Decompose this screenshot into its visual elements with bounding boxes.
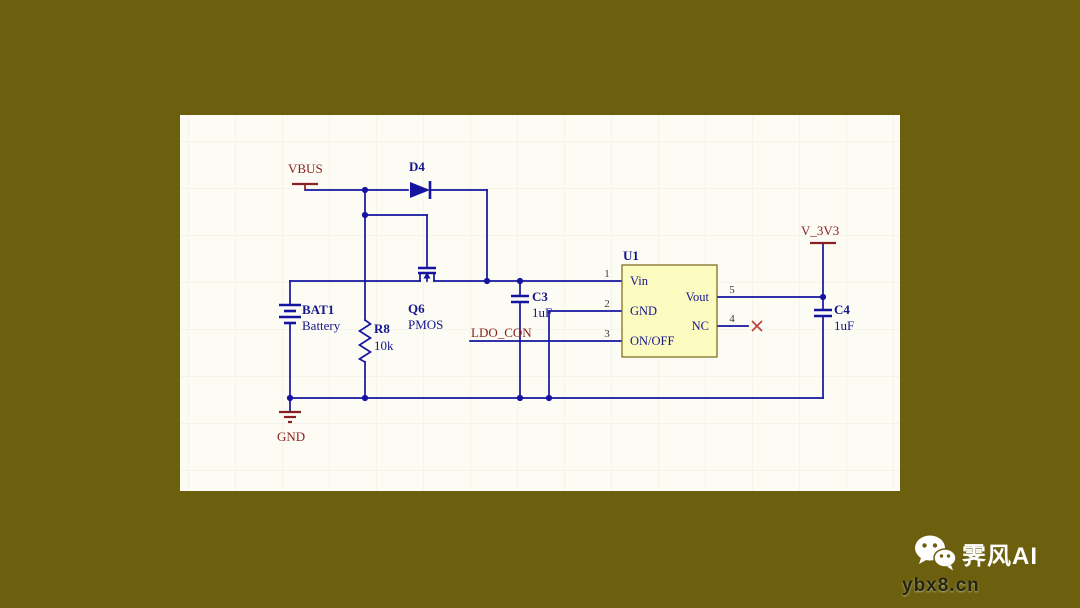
pin-number-2: 2 — [604, 298, 610, 310]
designator-d4: D4 — [409, 159, 425, 174]
wires — [289, 189, 824, 412]
pin-number-3: 3 — [604, 328, 610, 340]
power-port-label-gnd: GND — [277, 429, 305, 444]
component-r8[interactable]: R8 10k — [357, 318, 395, 364]
watermark-brand-text: 霁风AI — [962, 542, 1038, 570]
junction-dot — [516, 394, 524, 402]
pin-number-5: 5 — [729, 284, 735, 296]
watermark-site-text: ybx8.cn — [902, 575, 980, 596]
pin-number-4: 4 — [729, 313, 735, 325]
power-port-v3v3[interactable]: V_3V3 — [801, 223, 839, 245]
net-label-ldo-con[interactable]: LDO_CON — [471, 325, 532, 340]
junction-dot — [483, 277, 491, 285]
watermark-brand-row: 霁风AI — [913, 532, 1078, 574]
junction-dot — [819, 293, 827, 301]
junction-dot — [516, 277, 524, 285]
comment-q6: PMOS — [408, 317, 443, 332]
component-bat1[interactable]: BAT1 Battery — [279, 302, 341, 333]
junction-dot — [286, 394, 294, 402]
component-q6[interactable]: Q6 PMOS — [408, 266, 443, 332]
junction-dot — [361, 186, 369, 194]
value-r8: 10k — [374, 338, 394, 353]
wechat-icon — [915, 535, 957, 571]
pin-number-1: 1 — [604, 268, 610, 280]
pin-name-onoff: ON/OFF — [630, 334, 675, 348]
schematic-canvas: VBUS D4 Q6 PMOS — [180, 115, 900, 491]
component-c4[interactable]: C4 1uF — [814, 302, 854, 333]
no-erc-cross-icon — [751, 320, 763, 332]
part-body — [621, 264, 718, 358]
power-port-vbus[interactable]: VBUS — [288, 161, 323, 190]
comment-bat1: Battery — [302, 318, 341, 333]
watermark: 霁风AI ybx8.cn — [900, 532, 1078, 597]
designator-bat1: BAT1 — [302, 302, 334, 317]
component-u1[interactable]: U1 Vin GND ON/OFF Vout NC 1 2 3 5 4 — [604, 248, 763, 358]
power-port-label-vbus: VBUS — [288, 161, 323, 176]
designator-r8: R8 — [374, 321, 390, 336]
diode-triangle — [410, 182, 430, 198]
pin-name-vout: Vout — [686, 290, 710, 304]
designator-c4: C4 — [834, 302, 850, 317]
schematic-sheet: VBUS D4 Q6 PMOS — [180, 115, 900, 491]
junction-dot — [361, 394, 369, 402]
mosfet-body-arrow — [423, 272, 431, 279]
pin-name-vin: Vin — [630, 274, 649, 288]
designator-q6: Q6 — [408, 301, 425, 316]
designator-c3: C3 — [532, 289, 548, 304]
pin-name-nc: NC — [692, 319, 709, 333]
junction-dot — [545, 394, 553, 402]
component-c3[interactable]: C3 1uF — [511, 289, 552, 320]
value-c4: 1uF — [834, 318, 854, 333]
designator-u1: U1 — [623, 248, 639, 263]
sheet-grid — [180, 115, 900, 491]
power-port-label-v3v3: V_3V3 — [801, 223, 839, 238]
junction-dots — [286, 186, 827, 402]
junction-dot — [361, 211, 369, 219]
component-d4[interactable]: D4 — [409, 159, 432, 199]
value-c3: 1uF — [532, 305, 552, 320]
power-port-gnd[interactable]: GND — [277, 410, 305, 444]
resistor-zigzag — [357, 318, 373, 364]
pin-name-gnd: GND — [630, 304, 657, 318]
